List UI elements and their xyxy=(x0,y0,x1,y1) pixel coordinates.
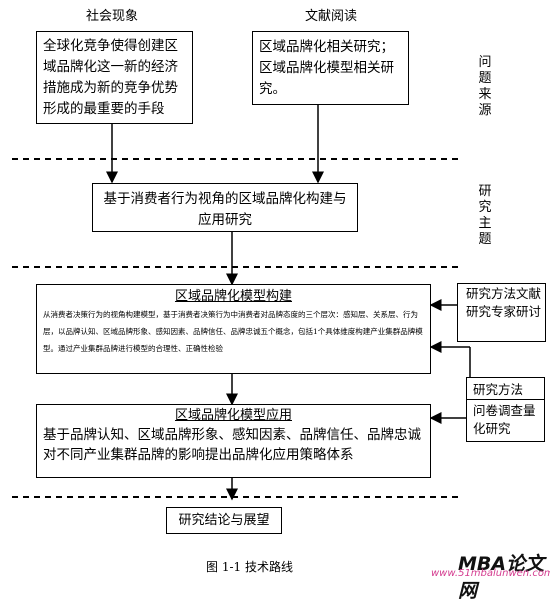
model-apply-title: 区域品牌化模型应用 xyxy=(174,408,292,423)
research-topic-box: 基于消费者行为视角的区域品牌化构建与应用研究 xyxy=(92,183,358,232)
literature-reading-label: 文献阅读 xyxy=(305,9,358,24)
method2-title: 研究方法 xyxy=(473,382,524,397)
model-build-title: 区域品牌化模型构建 xyxy=(174,289,292,304)
method2-body: 问卷调查量化研究 xyxy=(473,403,536,436)
conclusion-box: 研究结论与展望 xyxy=(166,507,282,534)
method2-divider xyxy=(467,399,544,400)
research-topic-label: 研究主题 xyxy=(478,184,492,247)
model-apply-box: 区域品牌化模型应用 基于品牌认知、区域品牌形象、感知因素、品牌信任、品牌忠诚对不… xyxy=(36,404,431,478)
problem-source-label: 问题来源 xyxy=(478,55,492,118)
method1-box: 研究方法文献研究专家研讨 xyxy=(457,283,546,342)
research-topic-text: 基于消费者行为视角的区域品牌化构建与应用研究 xyxy=(103,191,347,228)
social-phenomenon-text: 全球化竞争使得创建区域品牌化这一新的经济措施成为新的竞争优势形成的最重要的手段 xyxy=(43,38,178,117)
method1-text: 研究方法文献研究专家研讨 xyxy=(466,286,542,319)
social-phenomenon-box: 全球化竞争使得创建区域品牌化这一新的经济措施成为新的竞争优势形成的最重要的手段 xyxy=(36,31,193,124)
model-apply-body: 基于品牌认知、区域品牌形象、感知因素、品牌信任、品牌忠诚对不同产业集群品牌的影响… xyxy=(43,427,421,463)
figure-caption: 图 1-1 技术路线 xyxy=(206,560,293,574)
conclusion-text: 研究结论与展望 xyxy=(178,513,270,528)
social-phenomenon-label: 社会现象 xyxy=(86,9,139,24)
model-build-body: 从消费者决策行为的视角构建模型，基于消费者决策行为中消费者对品牌态度的三个层次：… xyxy=(43,310,423,353)
method2-box: 研究方法 问卷调查量化研究 xyxy=(466,377,545,442)
literature-reading-text: 区域品牌化相关研究；区域品牌化模型相关研究。 xyxy=(259,39,394,97)
model-build-box: 区域品牌化模型构建 从消费者决策行为的视角构建模型，基于消费者决策行为中消费者对… xyxy=(36,284,431,374)
watermark-url: www.51mbalunwen.com xyxy=(431,568,550,579)
literature-reading-box: 区域品牌化相关研究；区域品牌化模型相关研究。 xyxy=(252,31,409,105)
